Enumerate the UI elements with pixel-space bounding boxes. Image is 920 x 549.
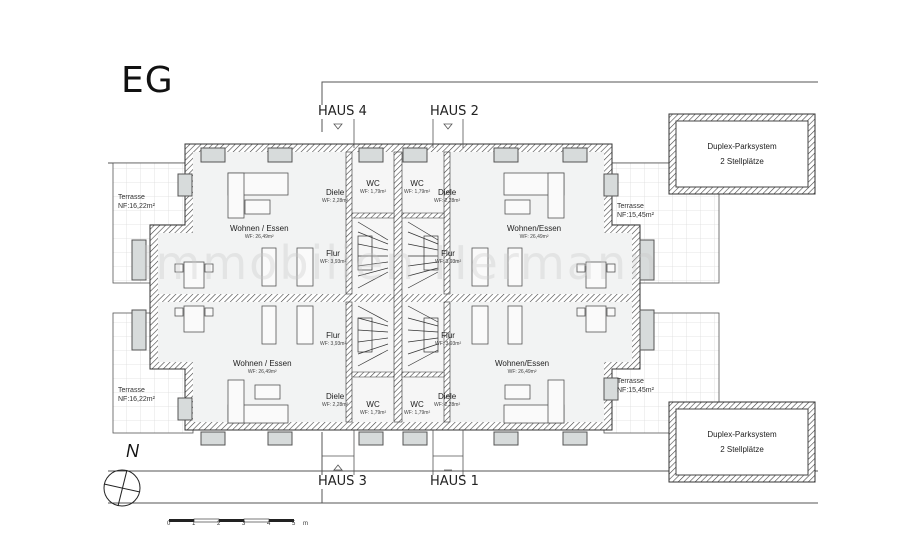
stairs <box>357 221 439 367</box>
scale-tick-2: 2 <box>217 521 221 527</box>
label-haus-4: HAUS 4 <box>317 104 368 119</box>
furniture <box>174 172 616 424</box>
watermark: Immobilien Hermann <box>140 236 660 290</box>
north-label: N <box>126 441 139 461</box>
scale-unit: m <box>303 521 308 527</box>
scale-bar <box>169 518 294 523</box>
label-haus-3: HAUS 3 <box>317 474 368 489</box>
floor-title: EG <box>121 60 174 101</box>
label-haus-1: HAUS 1 <box>429 474 480 489</box>
scale-tick-1: 1 <box>192 521 196 527</box>
scale-tick-0: 0 <box>167 521 171 527</box>
compass-icon <box>103 469 141 507</box>
scale-tick-4: 4 <box>267 521 271 527</box>
parking-structures <box>668 113 816 483</box>
windows <box>131 147 655 446</box>
scale-tick-5: 5 <box>292 521 296 527</box>
scale-tick-3: 3 <box>242 521 246 527</box>
label-haus-2: HAUS 2 <box>429 104 480 119</box>
